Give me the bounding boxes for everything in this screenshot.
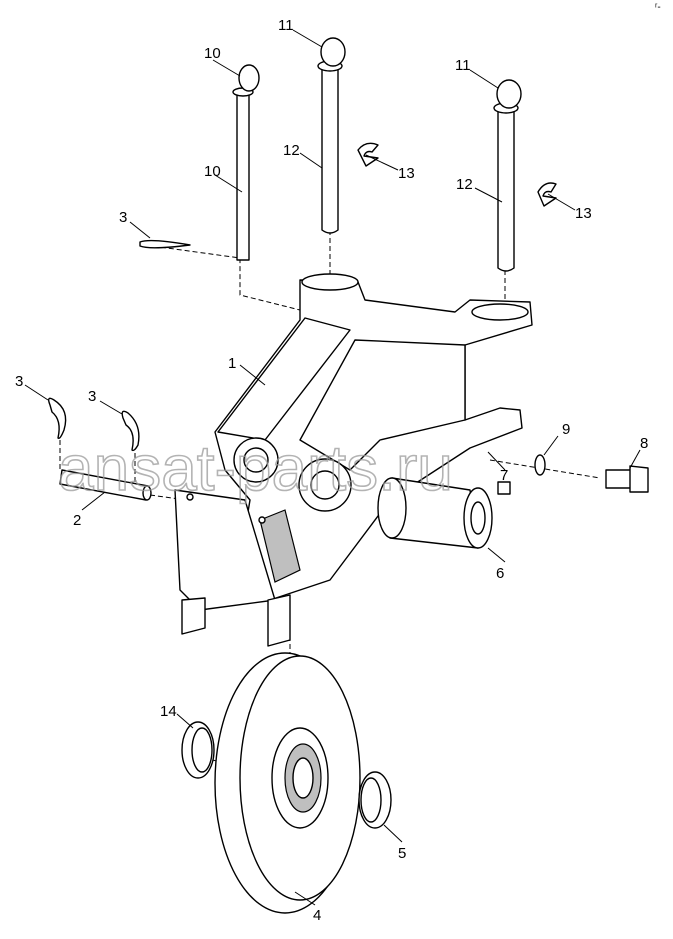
callout-6: 8 xyxy=(640,435,648,452)
r-pin-part-3-left xyxy=(47,397,67,440)
ring-part-13-right xyxy=(358,771,392,829)
callout-11-right: 12 xyxy=(456,176,473,193)
frame-part-1 xyxy=(174,273,533,647)
corner-mark: ʳ- xyxy=(655,2,661,13)
callout-12-right: 13 xyxy=(575,205,592,222)
callout-10-right: 11 xyxy=(455,57,471,74)
r-pin-part-3-top xyxy=(139,239,191,249)
callout-1: 1 xyxy=(228,355,236,372)
callout-3-top: 3 xyxy=(119,209,127,226)
leader-lines xyxy=(24,29,641,906)
callout-7: 9 xyxy=(562,421,570,438)
bolt-part-6 xyxy=(605,465,649,493)
r-pin-part-3-mid xyxy=(121,410,140,452)
spring-clip-part-12-left xyxy=(357,142,379,167)
ring-part-13-left xyxy=(181,721,215,779)
callout-2: 2 xyxy=(73,512,81,529)
pin-part-11-left xyxy=(317,37,346,234)
bushing-part-14 xyxy=(377,477,493,549)
washer-part-7 xyxy=(534,454,546,476)
callout-11-left: 12 xyxy=(283,142,300,159)
callout-12-left: 13 xyxy=(398,165,415,182)
pin-part-11-right xyxy=(493,79,522,272)
callouts: 10 10 11 12 13 11 12 13 3 3 3 1 2 9 8 7 … xyxy=(15,17,648,924)
callout-13-left: 14 xyxy=(160,703,177,720)
pin-part-2 xyxy=(59,469,152,501)
callout-13-right: 5 xyxy=(398,845,406,862)
callout-3-mid: 3 xyxy=(88,388,96,405)
callout-8: 10 xyxy=(204,45,221,62)
block-part-5 xyxy=(497,481,511,495)
spring-clip-part-12-right xyxy=(537,182,557,207)
pulley-part-4 xyxy=(214,652,361,914)
callout-9: 10 xyxy=(204,163,221,180)
callout-14: 6 xyxy=(496,565,504,582)
callout-5: 7 xyxy=(500,467,508,484)
pin-part-9 xyxy=(232,64,260,261)
watermark-text: ansat-parts.ru xyxy=(58,432,453,504)
callout-4: 4 xyxy=(313,907,321,924)
callout-3-left: 3 xyxy=(15,373,23,390)
callout-10-left: 11 xyxy=(278,17,294,34)
